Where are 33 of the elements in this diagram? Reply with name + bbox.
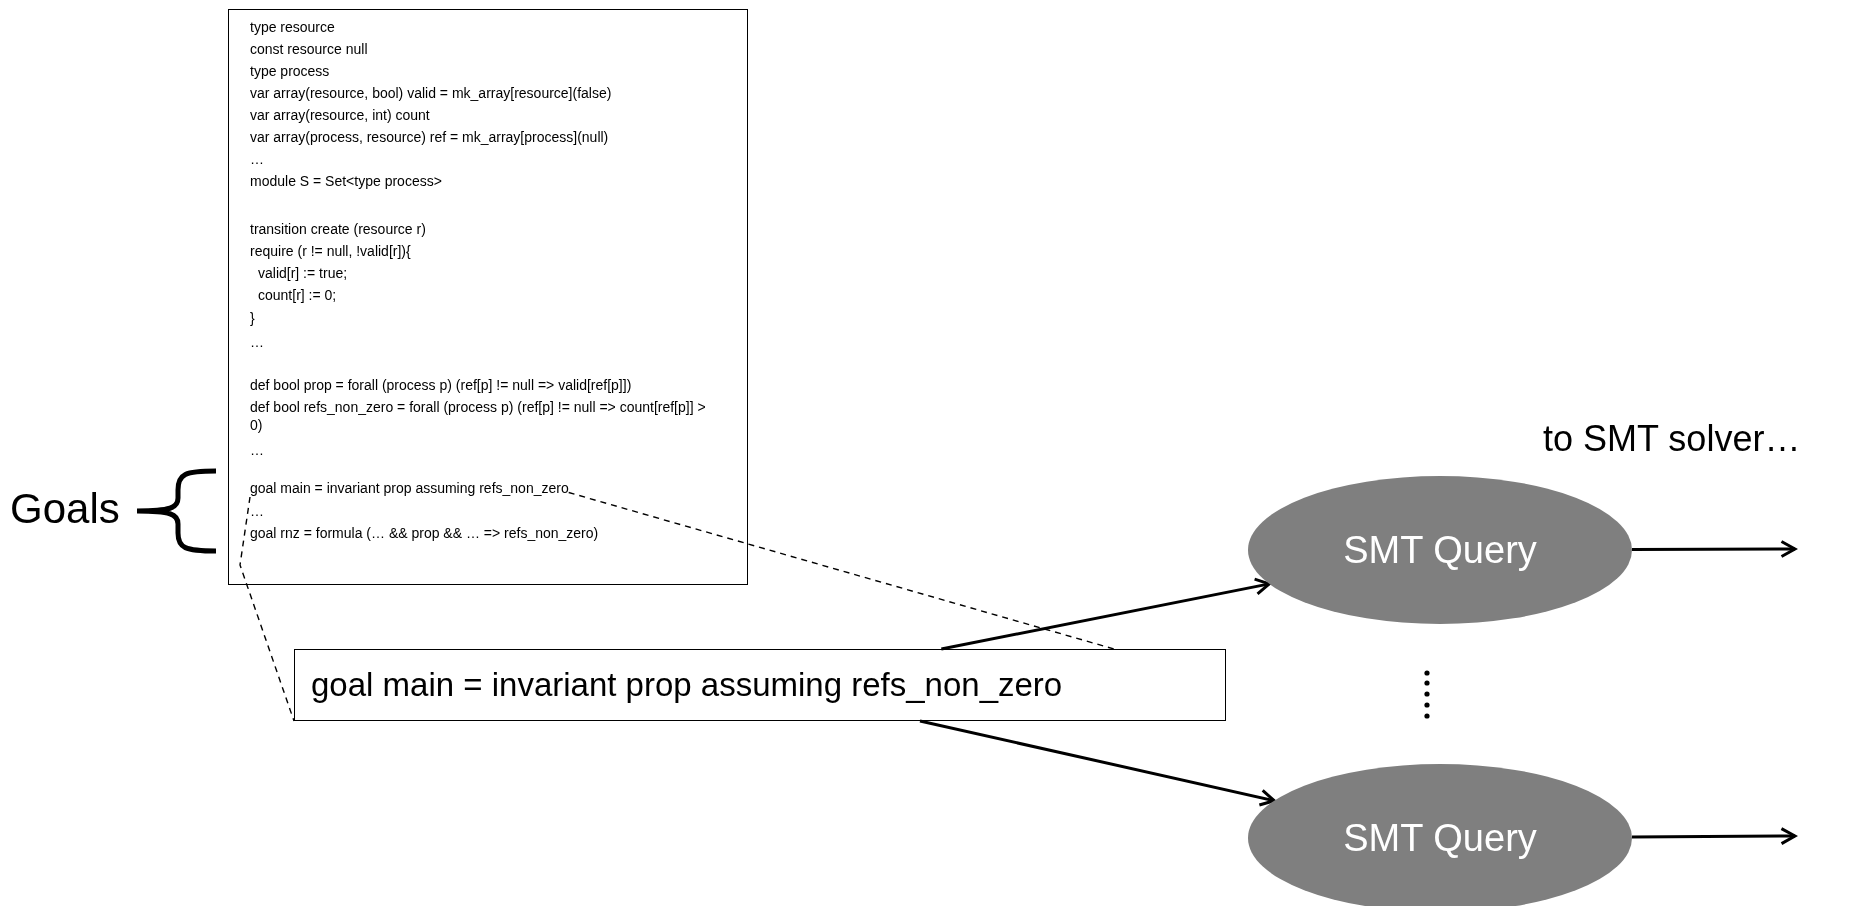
goals-label: Goals: [10, 485, 120, 533]
code-line: …: [250, 150, 264, 168]
code-line: }: [250, 309, 255, 327]
arrow: [941, 577, 1271, 651]
arrow: [1631, 827, 1797, 846]
code-line: var array(resource, bool) valid = mk_array[resource](false): [250, 84, 612, 102]
code-line: valid[r] := true;: [258, 264, 348, 282]
arrow: [1632, 540, 1797, 559]
code-panel: [228, 9, 748, 585]
code-line: def bool refs_non_zero = forall (process p) (ref[p] != null => count[ref[p]] > 0): [250, 398, 707, 434]
code-line: type process: [250, 62, 330, 80]
code-line: module S = Set<type process>: [250, 172, 442, 190]
arrow: [919, 719, 1276, 807]
code-line: require (r != null, !valid[r]){: [250, 242, 411, 260]
code-line: type resource: [250, 18, 335, 36]
goal-box: [294, 649, 1226, 721]
code-line: …: [250, 441, 264, 459]
code-line: var array(resource, int) count: [250, 106, 430, 124]
code-line: goal main = invariant prop assuming refs_non_zero: [250, 479, 569, 497]
query-label: SMT Query: [1343, 816, 1537, 860]
code-line: goal rnz = formula (… && prop && … => refs_non_zero): [250, 524, 599, 542]
code-line: var array(process, resource) ref = mk_array[process](null): [250, 128, 609, 146]
zoom-guide-line: [239, 496, 295, 722]
query-label: SMT Query: [1343, 528, 1537, 572]
code-line: transition create (resource r): [250, 220, 426, 238]
caption-text: to SMT solver…: [1543, 418, 1801, 460]
code-line: count[r] := 0;: [258, 286, 337, 304]
code-line: …: [250, 502, 264, 520]
code-line: def bool prop = forall (process p) (ref[p] != null => valid[ref[p]]): [250, 376, 632, 394]
zoom-guide-line: [568, 491, 1115, 650]
goal-text: goal main = invariant prop assuming refs_non_zero: [311, 666, 1063, 704]
code-line: const resource null: [250, 40, 368, 58]
code-line: …: [250, 333, 264, 351]
